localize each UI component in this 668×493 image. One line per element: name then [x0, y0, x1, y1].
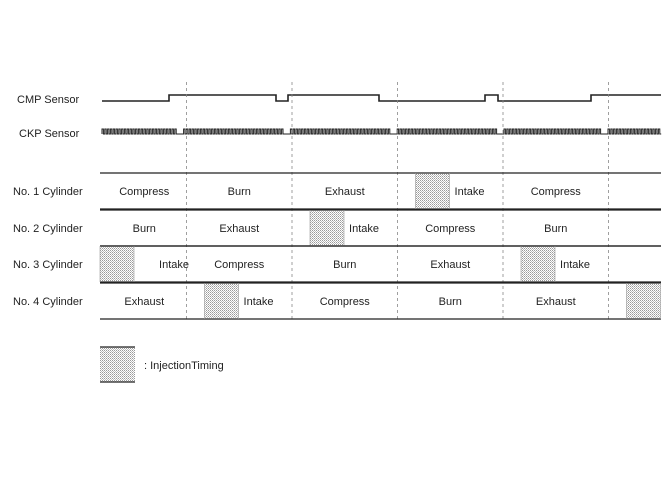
cylinder-row: No. 2 Cylinder Burn Exhaust Intake Compress B… [13, 209, 661, 247]
stroke-label: Intake [244, 296, 274, 308]
stroke-label: Burn [133, 223, 156, 235]
stroke-label: Compress [531, 186, 582, 198]
stroke-label: Burn [228, 186, 251, 198]
legend-swatch [100, 347, 135, 382]
cylinder-row: No. 4 Cylinder Exhaust Intake Compress Burn E… [13, 282, 661, 320]
ckp-sensor-waveform [101, 128, 662, 135]
stroke-label: Compress [425, 223, 476, 235]
injection-block [521, 247, 555, 281]
stroke-label: Exhaust [219, 223, 259, 235]
injection-block [626, 284, 661, 318]
legend-label: : InjectionTiming [144, 360, 224, 372]
cylinder-row: No. 3 Cylinder Intake Compress Burn Exhaust I… [13, 245, 661, 283]
stroke-label: Compress [119, 186, 170, 198]
stroke-label: Compress [320, 296, 371, 308]
stroke-boundaries [186, 82, 609, 322]
cylinder-label: No. 2 Cylinder [13, 223, 83, 235]
cmp-sensor-label: CMP Sensor [17, 94, 79, 106]
ckp-sensor-label: CKP Sensor [19, 128, 80, 140]
stroke-label: Exhaust [325, 186, 365, 198]
stroke-label: Exhaust [124, 296, 164, 308]
injection-block [310, 211, 344, 245]
stroke-label: Intake [349, 223, 379, 235]
injection-block [204, 284, 239, 318]
injection-block [100, 247, 134, 281]
cmp-sensor-waveform [102, 94, 661, 102]
cylinder-label: No. 4 Cylinder [13, 296, 83, 308]
injection-block [415, 174, 450, 208]
cylinder-label: No. 1 Cylinder [13, 186, 83, 198]
stroke-label: Intake [560, 259, 590, 271]
stroke-label: Exhaust [430, 259, 470, 271]
stroke-label: Burn [544, 223, 567, 235]
stroke-label: Intake [455, 186, 485, 198]
stroke-label: Exhaust [536, 296, 576, 308]
stroke-label: Intake [159, 259, 189, 271]
cylinder-label: No. 3 Cylinder [13, 259, 83, 271]
stroke-label: Burn [333, 259, 356, 271]
stroke-label: Compress [214, 259, 265, 271]
cylinder-row: No. 1 Cylinder Compress Burn Exhaust Intake C… [13, 172, 661, 210]
stroke-label: Burn [439, 296, 462, 308]
legend: : InjectionTiming [100, 346, 224, 383]
